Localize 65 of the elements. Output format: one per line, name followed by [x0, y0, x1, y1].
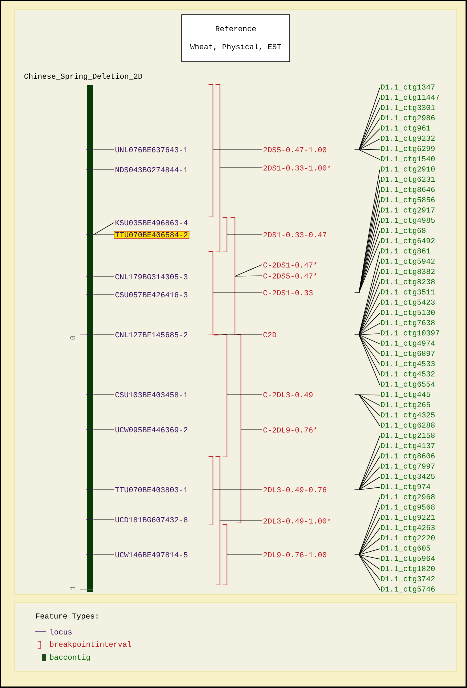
- map-bar: [86, 85, 94, 592]
- connector-line: [358, 128, 380, 150]
- connector-line: [358, 528, 380, 556]
- connector-line: [358, 150, 380, 160]
- connector-line: [93, 554, 114, 556]
- interval-bracket: [215, 84, 221, 253]
- connector-line: [358, 487, 380, 490]
- connector-line: [358, 292, 380, 336]
- connector-line: [358, 149, 380, 150]
- interval-bracket: [215, 456, 221, 586]
- connector-line: [358, 554, 380, 560]
- interval-bracket: [236, 334, 242, 524]
- connector-line: [358, 554, 380, 580]
- connector-line: [93, 334, 114, 336]
- interval-bracket: [230, 217, 236, 336]
- connector-line: [93, 222, 114, 236]
- connector-line: [358, 282, 380, 336]
- connector-line: [358, 334, 380, 355]
- connector-line: [358, 477, 380, 490]
- connector-line: [226, 394, 262, 396]
- connector-line: [358, 554, 380, 590]
- interval-bracket: [208, 84, 214, 218]
- connector-line: [358, 554, 380, 570]
- connector-line: [358, 334, 380, 386]
- connector-line: [226, 554, 262, 556]
- connector-line: [226, 234, 262, 236]
- connector-line: [358, 394, 380, 426]
- connector-line: [93, 394, 114, 396]
- connector-line: [358, 436, 380, 490]
- connector-line: [93, 234, 114, 236]
- connector-line: [358, 394, 380, 406]
- interval-bracket: [208, 251, 214, 336]
- connector-line: [358, 323, 380, 336]
- connector-line: [93, 276, 114, 278]
- connector-line: [358, 394, 380, 396]
- connector-line: [234, 264, 262, 277]
- connector-line: [358, 313, 380, 336]
- connector-line: [358, 138, 380, 150]
- interval-bracket: [208, 456, 214, 526]
- connector-line: [358, 466, 380, 490]
- connector-line: [212, 292, 262, 294]
- connector-line: [358, 334, 380, 336]
- connector-line: [358, 498, 380, 556]
- connector-line: [358, 108, 380, 150]
- connector-line: [358, 518, 380, 556]
- connector-line: [358, 88, 380, 150]
- connector-line: [358, 456, 380, 490]
- interval-bracket: [222, 217, 228, 253]
- connector-line: [93, 294, 114, 296]
- connector-line: [358, 446, 380, 490]
- connector-line: [358, 334, 380, 365]
- connector-line: [358, 508, 380, 556]
- connector-line: [358, 118, 380, 150]
- connector-line: [358, 548, 380, 556]
- connector-line: [358, 538, 380, 556]
- connector-line: [220, 520, 262, 522]
- connector-line: [234, 276, 262, 277]
- interval-bracket: [222, 524, 228, 586]
- connector-line: [358, 241, 380, 294]
- connector-line: [218, 334, 262, 336]
- connector-line: [358, 302, 380, 336]
- connector-line: [358, 334, 380, 344]
- connector-line: [358, 334, 380, 376]
- connector-line: [358, 394, 380, 416]
- interval-bracket: [222, 334, 228, 458]
